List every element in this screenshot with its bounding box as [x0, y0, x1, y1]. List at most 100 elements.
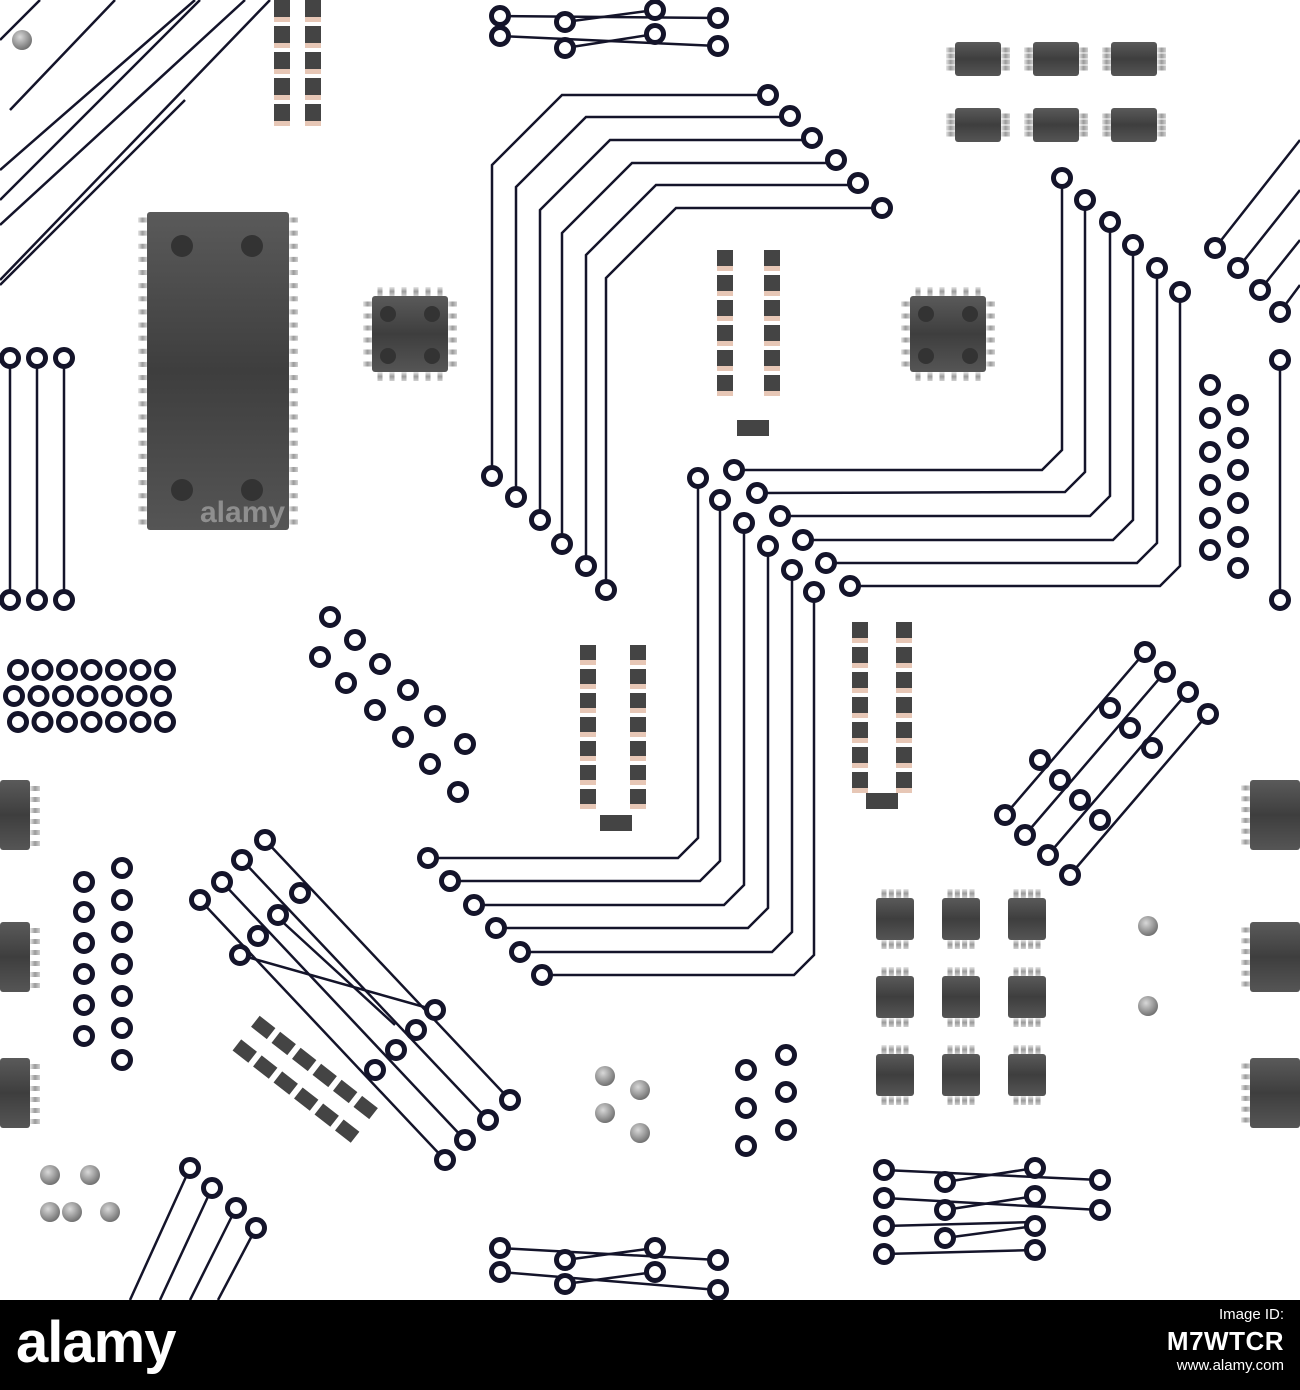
solder-pad [1051, 167, 1073, 189]
chip-pin [946, 65, 955, 71]
chip-pin [1241, 817, 1250, 823]
resistor [852, 672, 868, 693]
chip-pin [896, 1096, 902, 1105]
solder-pad [499, 1089, 521, 1111]
chip-body [1250, 780, 1300, 850]
square-ic-chip [901, 287, 995, 381]
chip-pin [1241, 970, 1250, 976]
chip-pin [946, 113, 955, 119]
site-url: www.alamy.com [1176, 1357, 1284, 1375]
chip-pin [1028, 1045, 1034, 1054]
solder-pad [1227, 427, 1249, 449]
chip-pin [954, 889, 960, 898]
trace [514, 114, 791, 497]
chip-pin [1157, 131, 1166, 137]
chip-mark [424, 306, 440, 322]
chip-pin [1035, 1045, 1041, 1054]
chip-pin [1241, 796, 1250, 802]
chip-pin [1102, 131, 1111, 137]
solder-pad [801, 127, 823, 149]
chip-body [1008, 1054, 1046, 1096]
chip-pin [962, 967, 968, 976]
via-dot [595, 1066, 615, 1086]
transistor [737, 420, 769, 436]
solder-pad [1122, 234, 1144, 256]
chip-pin [947, 967, 953, 976]
solder-pad [1146, 257, 1168, 279]
resistor-cap [896, 788, 912, 793]
chip-pin [138, 270, 147, 276]
trace [1024, 671, 1166, 836]
chip-pin [138, 427, 147, 433]
solder-pad [1199, 407, 1221, 429]
trace [564, 1270, 656, 1286]
solder-pad [111, 857, 133, 879]
trace [499, 1270, 719, 1292]
solder-pad [309, 646, 331, 668]
via-dot [40, 1165, 60, 1185]
chip-pin [888, 967, 894, 976]
small-ic-chip [1102, 108, 1166, 142]
chip-pin [30, 1075, 40, 1080]
chip-pin [1241, 1074, 1250, 1080]
solder-pad [73, 1025, 95, 1047]
solder-pad [934, 1227, 956, 1249]
resistor-cap [764, 316, 780, 321]
solder-pad [575, 555, 597, 577]
chip-pin [1020, 1096, 1026, 1105]
chip-pin [1157, 119, 1166, 125]
chip-pin [30, 786, 40, 791]
solder-pad [1227, 526, 1249, 548]
solder-pad [424, 705, 446, 727]
chip-body [955, 42, 1001, 76]
chip-body [876, 976, 914, 1018]
chip-pin [289, 361, 298, 367]
chip-pin [1157, 59, 1166, 65]
chip-pin [947, 889, 953, 898]
chip-pin [425, 287, 431, 296]
chip-pin [1241, 807, 1250, 813]
solder-pad [489, 25, 511, 47]
chip-pin [289, 270, 298, 276]
chip-pin [947, 940, 953, 949]
chip-pin [1001, 65, 1010, 71]
chip-pin [915, 287, 921, 296]
resistor [717, 275, 733, 296]
trace [496, 546, 770, 930]
resistor [305, 0, 321, 22]
trace [188, 1207, 238, 1300]
resistor [764, 325, 780, 346]
resistor-cap [305, 121, 321, 126]
resistor-array [852, 622, 868, 793]
chip-pin [986, 313, 995, 319]
solder-pad [0, 347, 21, 369]
trace [564, 1246, 656, 1262]
small-ic-chip [876, 967, 914, 1027]
watermark-text: alamy [200, 496, 285, 529]
chip-mark [171, 235, 193, 257]
chip-pin [289, 480, 298, 486]
trace [1047, 691, 1189, 856]
small-ic-chip [1008, 1045, 1046, 1105]
chip-pin [1001, 119, 1010, 125]
chip-pin [1020, 889, 1026, 898]
trace [128, 1167, 192, 1300]
resistor [305, 52, 321, 74]
solder-pad [485, 917, 507, 939]
resistor [896, 647, 912, 668]
chip-pin [1024, 65, 1033, 71]
trace [0, 0, 271, 281]
solder-pad [873, 1243, 895, 1265]
resistor-cap [764, 266, 780, 271]
chip-mark [380, 348, 396, 364]
solder-pad [129, 711, 152, 733]
trace [221, 881, 466, 1141]
chip-pin [401, 287, 407, 296]
solder-pad [934, 1199, 956, 1221]
solder-pad [746, 482, 768, 504]
chip-pin [954, 967, 960, 976]
solder-pad [73, 932, 95, 954]
chip-pin [448, 361, 457, 367]
solder-pad [1141, 737, 1163, 759]
resistor-cap [630, 756, 646, 761]
